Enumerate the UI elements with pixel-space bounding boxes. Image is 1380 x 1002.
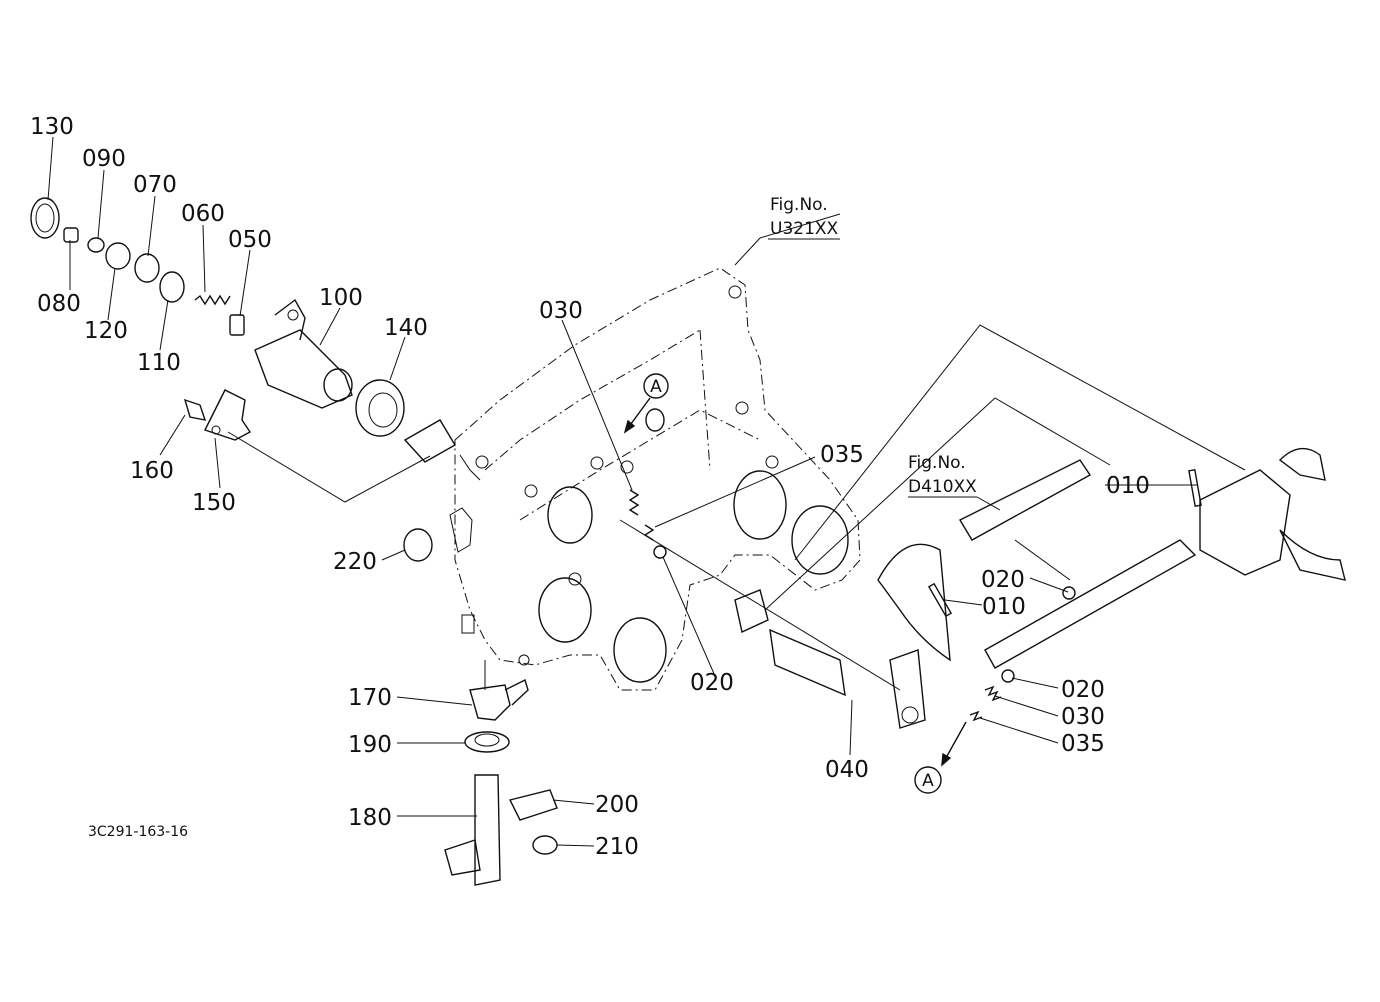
callout-090: 090 — [82, 146, 126, 172]
callout-010-right: 010 — [1106, 473, 1150, 499]
callout-150: 150 — [192, 490, 236, 516]
callout-180: 180 — [348, 805, 392, 831]
lever-150 — [204, 389, 252, 441]
callout-010-left: 010 — [982, 594, 1026, 620]
lever-shaft-040 — [769, 628, 846, 697]
shift-fork-left — [877, 543, 951, 662]
shift-rod-lower — [984, 539, 1197, 669]
washer-070 — [134, 253, 160, 283]
ball-020-left — [653, 545, 667, 559]
svg-text:A: A — [922, 771, 934, 791]
callout-160: 160 — [130, 458, 174, 484]
marker-a-lower: A — [914, 721, 967, 794]
spring-060 — [194, 294, 231, 306]
lower-shaft-group — [444, 679, 558, 886]
callout-020-right: 020 — [1061, 677, 1105, 703]
callout-050: 050 — [228, 227, 272, 253]
svg-text:D410XX: D410XX — [908, 477, 977, 497]
plate-050 — [229, 314, 245, 336]
callout-190: 190 — [348, 732, 392, 758]
callout-100: 100 — [319, 285, 363, 311]
bushing-front — [403, 419, 456, 463]
shaft-180 — [474, 774, 501, 886]
washer-090 — [87, 237, 105, 253]
transmission-case — [449, 267, 861, 691]
callout-110: 110 — [137, 350, 181, 376]
callout-220: 220 — [333, 549, 377, 575]
assembly-lines — [227, 324, 1246, 691]
circlip-120 — [105, 242, 131, 270]
callout-130: 130 — [30, 114, 74, 140]
pin-010-left — [927, 582, 953, 618]
svg-text:Fig.No.: Fig.No. — [908, 453, 966, 473]
pin-010-right — [1188, 468, 1202, 508]
callout-035-upper: 035 — [820, 442, 864, 468]
shift-fork-right — [1199, 469, 1291, 576]
marker-a-upper: A — [623, 373, 669, 434]
sleeve-100-tab — [274, 298, 306, 341]
callout-200: 200 — [595, 792, 639, 818]
ball-020-right — [1001, 669, 1015, 683]
plug-220 — [403, 528, 433, 562]
figure-reference-u321xx: Fig.No. U321XX — [768, 195, 840, 240]
bearing-190 — [464, 731, 510, 753]
plug-080 — [63, 227, 79, 243]
callout-030-upper: 030 — [539, 298, 583, 324]
bolt-210 — [532, 835, 558, 855]
svg-text:A: A — [650, 377, 662, 397]
svg-text:U321XX: U321XX — [770, 219, 839, 239]
sleeve-100 — [254, 329, 353, 409]
plate-200 — [508, 789, 558, 821]
callout-030-right: 030 — [1061, 704, 1105, 730]
callout-labels: 130 090 070 060 050 080 120 110 100 140 … — [30, 114, 1150, 860]
shift-rod-upper — [959, 459, 1092, 541]
bearing-140 — [355, 379, 405, 437]
callout-080: 080 — [37, 291, 81, 317]
ball-020-mid — [1062, 586, 1076, 600]
gear-170 — [469, 684, 511, 721]
svg-text:Fig.No.: Fig.No. — [770, 195, 828, 215]
callout-070: 070 — [133, 172, 177, 198]
callout-060: 060 — [181, 201, 225, 227]
callout-035-right: 035 — [1061, 731, 1105, 757]
callout-020-center: 020 — [690, 670, 734, 696]
spring-030-left — [628, 489, 640, 516]
collar-110 — [159, 271, 185, 303]
callout-140: 140 — [384, 315, 428, 341]
shift-fork-group — [628, 447, 1346, 729]
callout-020-mid: 020 — [981, 567, 1025, 593]
plug-035-right — [969, 710, 983, 722]
oil-seal-130 — [30, 197, 60, 239]
leader-lines — [47, 136, 1197, 847]
bolt-160 — [183, 398, 207, 421]
callout-210: 210 — [595, 834, 639, 860]
pto-shaft-group — [30, 197, 456, 562]
figure-reference-d410xx: Fig.No. D410XX — [908, 453, 977, 497]
spring-030-right — [984, 685, 1002, 702]
callout-040: 040 — [825, 757, 869, 783]
callout-120: 120 — [84, 318, 128, 344]
callout-170: 170 — [348, 685, 392, 711]
drawing-code: 3C291-163-16 — [88, 824, 188, 840]
